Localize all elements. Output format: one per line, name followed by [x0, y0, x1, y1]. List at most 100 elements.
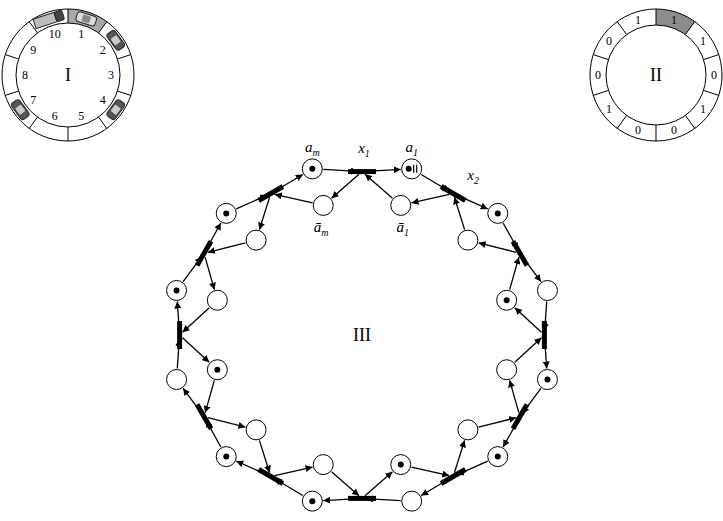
binary-ring [590, 9, 722, 141]
ring-label: III [353, 326, 371, 344]
transition-bar [511, 240, 529, 267]
token [495, 210, 501, 216]
transition-bar [440, 467, 467, 485]
cell-divider [117, 55, 130, 59]
cell-divider [593, 55, 608, 60]
cell-value: 1 [635, 14, 641, 26]
arc-arrow [205, 257, 214, 290]
place-circle [167, 280, 187, 300]
transition-bar [511, 403, 529, 430]
car-body [106, 29, 126, 51]
place-circle [537, 280, 557, 300]
cell-value: 0 [711, 69, 717, 81]
arc-arrow [515, 338, 542, 363]
token [406, 166, 412, 172]
car-icon [106, 29, 126, 51]
cell-value: 1 [700, 35, 706, 47]
token [544, 377, 550, 383]
car-window [81, 14, 91, 23]
arc-arrow [515, 308, 542, 333]
transition-bar [348, 169, 376, 174]
arc-arrow [275, 194, 313, 203]
transition-bar [195, 403, 213, 430]
cell-value: 0 [635, 124, 641, 136]
cell-divider [593, 90, 608, 95]
place-circle [313, 195, 333, 215]
token [495, 454, 501, 460]
cell-value: 0 [671, 124, 677, 136]
place-circle [207, 290, 227, 310]
cell-divider [656, 125, 657, 141]
cell-divider [29, 117, 37, 128]
place-circle [488, 447, 508, 467]
cell-number: 10 [49, 28, 61, 40]
place-circle [167, 370, 187, 390]
cell-divider [68, 9, 69, 23]
cell-number: 8 [22, 69, 28, 81]
road-inner [16, 23, 120, 127]
cell-divider [99, 22, 107, 33]
car-icon [75, 11, 97, 27]
ring-label: II [650, 66, 662, 84]
car-window [15, 104, 25, 115]
car-body [10, 99, 30, 121]
tally-mark [416, 165, 417, 173]
arc-arrow [208, 243, 246, 252]
cell-divider [5, 91, 18, 95]
truck-body [33, 12, 57, 28]
place-circle [391, 195, 411, 215]
cell-value: 0 [606, 35, 612, 47]
tally-mark [413, 165, 414, 173]
arc-arrow [510, 380, 519, 413]
cell-value: 1 [671, 14, 677, 26]
place-circle [302, 159, 322, 179]
arc-arrow [332, 174, 359, 198]
car-icon [106, 99, 126, 121]
arc-arrow [411, 194, 449, 203]
ring-inner [606, 25, 706, 125]
car-body [106, 99, 126, 121]
ring-road [2, 9, 134, 141]
cell-divider [685, 115, 694, 128]
cell-divider [5, 55, 18, 59]
cell-number: 1 [78, 28, 84, 40]
arc-arrow [411, 467, 449, 476]
ring-outer [590, 9, 722, 141]
token [504, 297, 510, 303]
place-label: ām [314, 220, 329, 235]
transition-bar [348, 496, 376, 501]
place-circle [402, 159, 422, 179]
truck-icon [33, 10, 65, 29]
arc-arrow [479, 418, 517, 427]
car-window [111, 104, 121, 115]
car-body [75, 11, 97, 27]
arc-arrow [365, 174, 392, 198]
petri-net [167, 159, 558, 511]
cell-number: 6 [52, 110, 58, 122]
cell-number: 4 [100, 94, 106, 106]
token [223, 454, 229, 460]
transition-bar [257, 184, 284, 202]
cell-value: 0 [595, 69, 601, 81]
place-circle [497, 360, 517, 380]
car-window [111, 35, 121, 46]
cell-divider [117, 91, 130, 95]
place-circle [216, 203, 236, 223]
cell-value: 1 [606, 103, 612, 115]
place-label: a1 [405, 139, 418, 154]
place-circle [246, 230, 266, 250]
token [214, 367, 220, 373]
cell-number: 9 [30, 44, 36, 56]
place-circle [458, 230, 478, 250]
cell-divider [68, 127, 69, 141]
cell-number: 5 [78, 110, 84, 122]
cell-divider [704, 55, 719, 60]
place-circle [497, 290, 517, 310]
shaded-cell [656, 9, 695, 35]
arc-arrow [183, 338, 210, 363]
place-circle [537, 370, 557, 390]
arc-arrow [275, 467, 313, 476]
car-icon [10, 99, 30, 121]
arc-arrow [479, 243, 517, 252]
transition-bar [195, 240, 213, 267]
